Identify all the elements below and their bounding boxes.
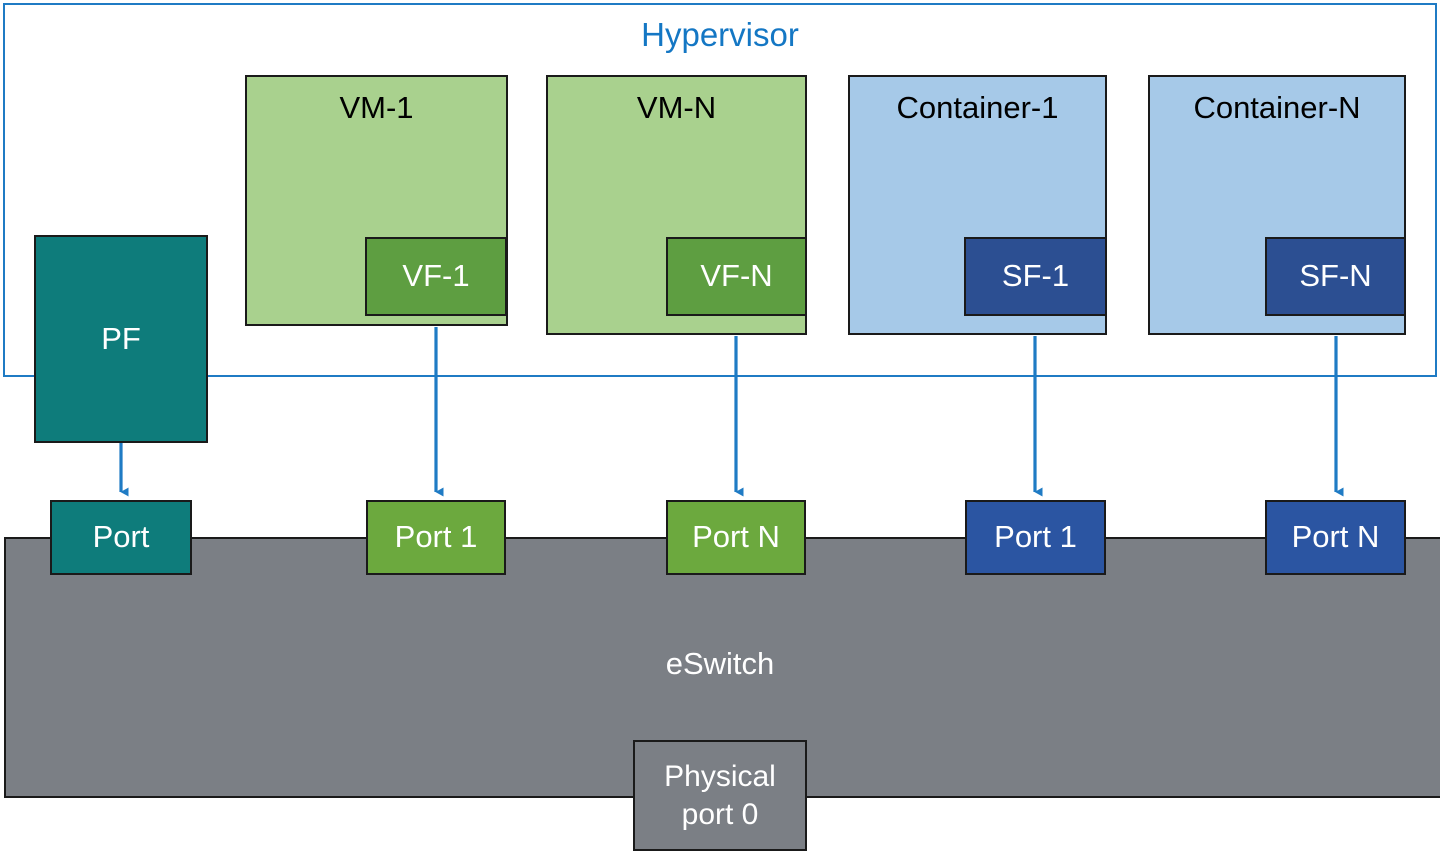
sf-n-block[interactable]: SF-N (1265, 237, 1406, 316)
vf-n-label: VF-N (700, 258, 773, 294)
pf-block[interactable]: PF (34, 235, 208, 443)
vm-1-label: VM-1 (339, 90, 414, 125)
eswitch-label: eSwitch (665, 646, 775, 681)
port-sf-1[interactable]: Port 1 (965, 500, 1106, 575)
sf-1-label: SF-1 (1001, 258, 1070, 294)
physical-port-0-label-line2: port 0 (681, 797, 759, 831)
port-sf-n-label: Port N (1291, 519, 1380, 555)
container-n-label: Container-N (1193, 90, 1361, 125)
port-sf-n[interactable]: Port N (1265, 500, 1406, 575)
port-vf-n[interactable]: Port N (666, 500, 806, 575)
physical-port-0-label-line1: Physical (664, 760, 776, 793)
port-vf-n-label: Port N (692, 519, 780, 555)
port-pf-label: Port (92, 519, 150, 555)
port-vf-1-label: Port 1 (394, 519, 478, 555)
vf-n-block[interactable]: VF-N (666, 237, 807, 316)
pf-label: PF (101, 320, 141, 356)
container-1-label: Container-1 (896, 90, 1059, 125)
vf-1-label: VF-1 (402, 258, 470, 294)
physical-port-0-block[interactable]: Physical port 0 (633, 740, 807, 851)
port-pf[interactable]: Port (50, 500, 192, 575)
sf-1-block[interactable]: SF-1 (964, 237, 1107, 316)
port-sf-1-label: Port 1 (994, 519, 1077, 555)
port-vf-1[interactable]: Port 1 (366, 500, 506, 575)
hypervisor-title: Hypervisor (641, 16, 799, 53)
hypervisor-boundary (3, 3, 1437, 377)
vf-1-block[interactable]: VF-1 (365, 237, 507, 316)
vm-n-label: VM-N (636, 90, 717, 125)
container-n-block[interactable]: Container-N (1148, 75, 1406, 335)
sf-n-label: SF-N (1299, 258, 1372, 294)
